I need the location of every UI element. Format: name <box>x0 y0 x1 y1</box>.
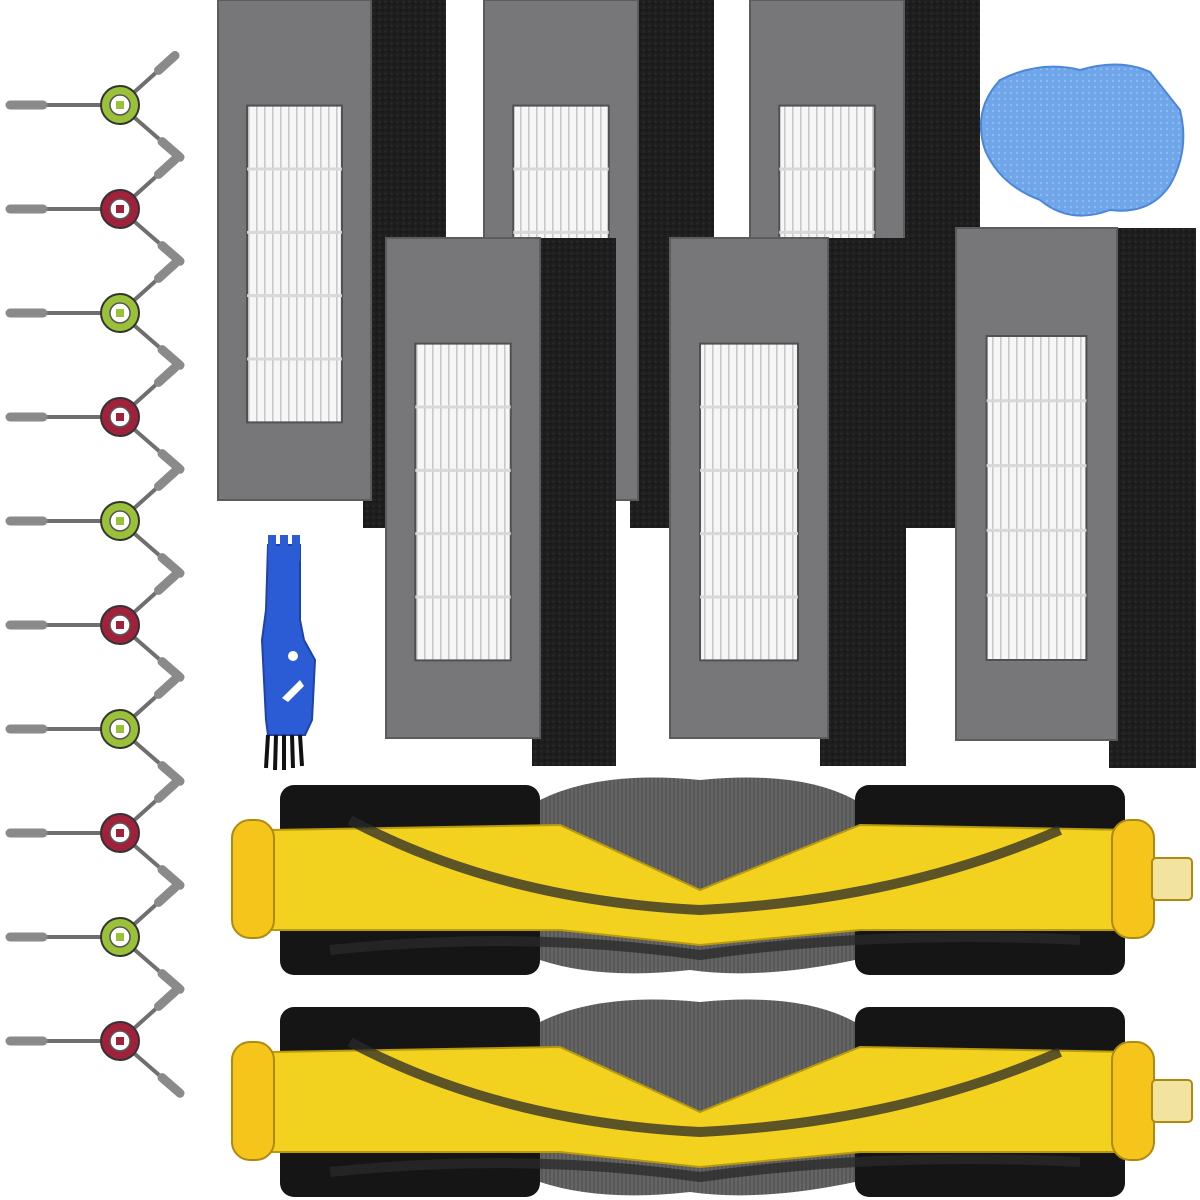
side-brush <box>5 779 185 890</box>
side-brush <box>5 51 185 162</box>
cleaning-tool <box>260 535 317 771</box>
side-brush <box>5 259 185 370</box>
main-brush <box>231 999 1193 1197</box>
side-brush <box>5 155 185 266</box>
side-brush <box>5 987 185 1098</box>
side-brush <box>5 467 185 578</box>
side-brush <box>5 675 185 786</box>
side-brush <box>5 571 185 682</box>
hepa-filters <box>217 0 1196 768</box>
filter-pleats <box>699 342 799 662</box>
side-brush <box>5 363 185 474</box>
brush-end-cap <box>231 819 275 939</box>
main-brushes <box>231 777 1193 1197</box>
brush-end-cap <box>1111 1041 1155 1161</box>
filter-pleats <box>414 342 512 662</box>
filter-pleats <box>985 335 1088 661</box>
brush-end-cap <box>1111 819 1155 939</box>
hepa-filter <box>385 237 616 766</box>
hepa-filter <box>669 237 906 766</box>
side-brush <box>5 883 185 994</box>
brush-end-cap <box>231 1041 275 1161</box>
cleaning-cloth <box>979 63 1185 217</box>
filter-foam <box>1109 228 1196 768</box>
brush-axle <box>1151 857 1193 901</box>
filter-pleats <box>246 104 343 424</box>
filter-foam <box>820 238 906 766</box>
hepa-filter <box>955 227 1196 768</box>
side-brushes <box>5 51 185 1098</box>
main-brush <box>231 777 1193 975</box>
brush-axle <box>1151 1079 1193 1123</box>
filter-foam <box>532 238 616 766</box>
